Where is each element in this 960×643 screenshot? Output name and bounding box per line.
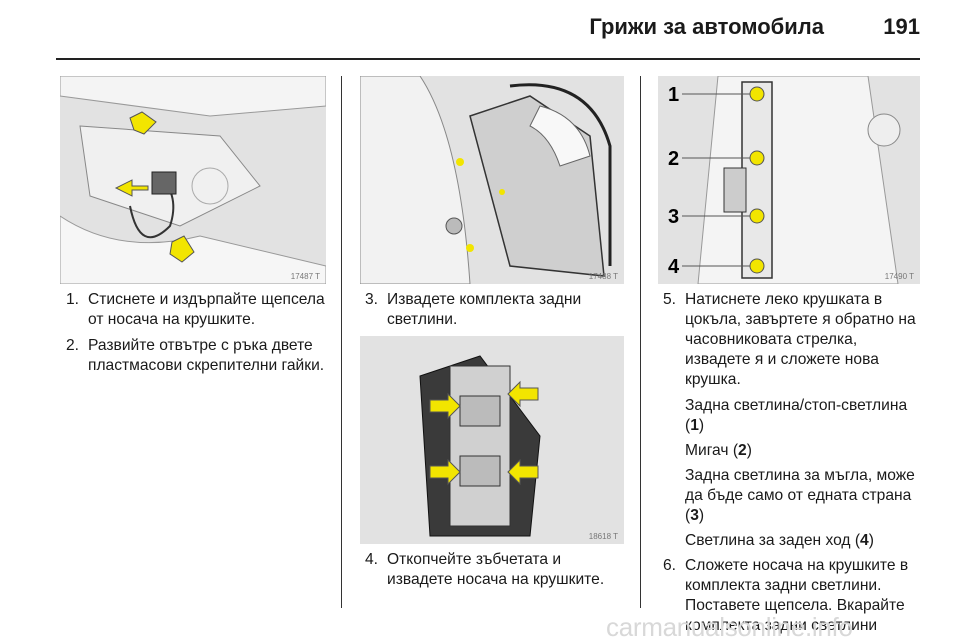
step-5: 5. Натиснете леко крушката в цокъла, зав… [663, 290, 925, 390]
bulb-paren: ) [868, 532, 874, 549]
figure-code: 17488 T [588, 272, 618, 281]
bulb-ref: 3 [690, 507, 699, 524]
figure-connector-illustration [60, 76, 326, 284]
bulb-paren: ) [698, 507, 705, 524]
step-text: Извадете комплекта задни светлини. [387, 291, 582, 328]
figure-bulb-positions-illustration: 1 2 3 4 [668, 76, 901, 284]
callout-1: 1 [668, 84, 679, 106]
column-1-text: 1. Стиснете и издърпайте щепсела от носа… [66, 290, 332, 382]
watermark: carmanualsonline.info [606, 612, 853, 642]
column-2-text-top: 3. Извадете комплекта задни светлини. [365, 290, 627, 336]
bulb-ref: 2 [738, 442, 747, 459]
figure-code: 17487 T [290, 272, 320, 281]
bulb-label: Светлина за заден ход ( [685, 532, 861, 549]
column-divider-right [640, 76, 641, 608]
step-number: 5. [663, 291, 677, 308]
figure-bulb-positions: 1 2 3 4 17490 T [658, 76, 920, 284]
figure-taillight-illustration [360, 76, 612, 284]
callout-4: 4 [668, 256, 680, 278]
step-4: 4. Откопчейте зъбчетата и извадете носач… [365, 550, 627, 590]
callout-2: 2 [668, 148, 679, 170]
step-6: 6. Сложете носача на крушките в комплект… [663, 556, 925, 636]
column-divider-left [341, 76, 342, 608]
figure-bulb-holder-tabs: 18618 T [360, 336, 624, 544]
bulb-item-3: Задна светлина за мъгла, може да бъде са… [663, 466, 925, 526]
bulb-label: Мигач ( [685, 442, 739, 459]
step-number: 4. [365, 551, 379, 568]
callout-3: 3 [668, 206, 679, 228]
figure-connector-removal: 17487 T [60, 76, 326, 284]
figure-taillight-removal: 17488 T [360, 76, 624, 284]
bulb-item-4: Светлина за заден ход (4) [663, 531, 925, 551]
step-text: Сложете носача на крушките в комплекта з… [685, 557, 909, 634]
step-text: Развийте отвътре с ръка двете пластмасов… [88, 337, 325, 374]
step-number: 2. [66, 337, 80, 354]
bulb-paren: ) [698, 417, 705, 434]
bulb-item-2: Мигач (2) [663, 441, 925, 461]
step-1: 1. Стиснете и издърпайте щепсела от носа… [66, 290, 332, 330]
page-number: 191 [883, 14, 920, 39]
figure-code: 17490 T [884, 272, 914, 281]
step-number: 6. [663, 557, 677, 574]
figure-code: 18618 T [588, 532, 618, 541]
bulb-ref: 4 [860, 532, 869, 549]
figure-bulb-holder-illustration [419, 355, 541, 537]
page-header-title: Грижи за автомобила [589, 14, 824, 39]
step-2: 2. Развийте отвътре с ръка двете пластма… [66, 336, 332, 376]
bulb-label: Задна светлина за мъгла, може да бъде са… [685, 467, 915, 524]
bulb-ref: 1 [690, 417, 699, 434]
bulb-label: Задна светлина/стоп-светлина ( [685, 397, 908, 434]
step-number: 1. [66, 291, 80, 308]
step-text: Натиснете леко крушката в цокъла, завърт… [685, 291, 916, 388]
column-3-text: 5. Натиснете леко крушката в цокъла, зав… [663, 290, 925, 642]
bulb-item-1: Задна светлина/стоп-светлина (1) [663, 396, 925, 436]
step-number: 3. [365, 291, 379, 308]
bulb-paren: ) [746, 442, 752, 459]
step-text: Стиснете и издърпайте щепсела от носача … [88, 291, 325, 328]
step-text: Откопчейте зъбчетата и извадете носача н… [387, 551, 605, 588]
step-3: 3. Извадете комплекта задни светлини. [365, 290, 627, 330]
header-divider [56, 58, 920, 60]
column-2-text-bottom: 4. Откопчейте зъбчетата и извадете носач… [365, 550, 627, 596]
